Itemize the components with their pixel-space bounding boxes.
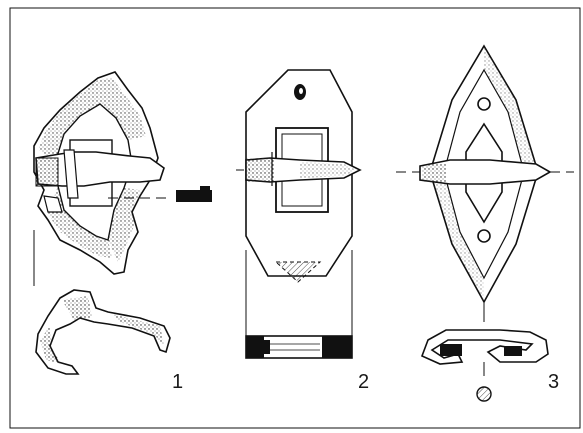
buckle-2-front-view [236, 69, 362, 283]
figure-number-3: 3 [548, 371, 560, 393]
figure-number-1: 1 [172, 371, 184, 393]
buckle-3-side-view [420, 302, 549, 402]
buckle-3-front-view [396, 44, 574, 304]
buckle-1-front-view [33, 71, 170, 275]
buckle-2-section [245, 335, 353, 359]
buckle-1-side-view [33, 230, 171, 375]
figure-number-2: 2 [358, 371, 370, 393]
buckle-1-section [176, 186, 212, 202]
plate-frame [9, 7, 581, 429]
